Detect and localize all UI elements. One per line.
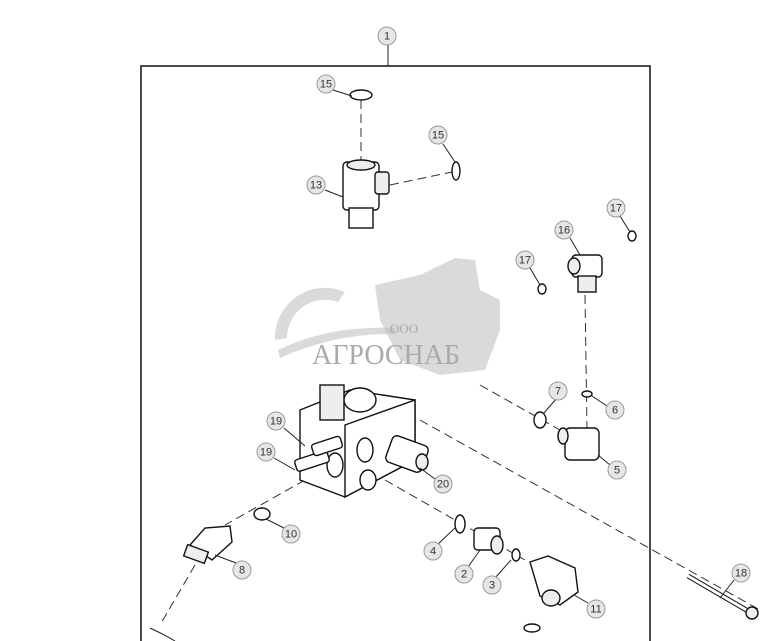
- svg-text:8: 8: [239, 565, 245, 577]
- gear-icon: [274, 287, 345, 340]
- svg-text:17: 17: [519, 255, 531, 267]
- o-ring-15-side: [451, 161, 461, 181]
- valve-block: [299, 384, 416, 499]
- svg-text:11: 11: [590, 604, 601, 616]
- callout-17: 17: [515, 250, 535, 270]
- callout-5: 5: [607, 460, 627, 480]
- svg-text:20: 20: [437, 479, 449, 491]
- bolt-18: [686, 573, 759, 620]
- callout-19: 19: [256, 442, 276, 462]
- callout-15: 15: [316, 74, 336, 94]
- watermark-logo: ООО АГРОСНАБ: [274, 258, 500, 375]
- svg-text:10: 10: [285, 529, 297, 541]
- svg-text:17: 17: [610, 203, 622, 215]
- svg-text:1: 1: [384, 31, 390, 43]
- elbow-fitting-16: [567, 254, 603, 293]
- callout-20: 20: [433, 474, 453, 494]
- watermark-brand: АГРОСНАБ: [312, 340, 460, 371]
- svg-text:4: 4: [430, 546, 436, 558]
- svg-text:5: 5: [614, 465, 620, 477]
- callout-2: 2: [454, 564, 474, 584]
- svg-text:7: 7: [555, 386, 561, 398]
- elbow-fitting-8: [182, 525, 233, 565]
- elbow-fitting-5: [557, 427, 600, 461]
- o-ring-17-right: [627, 230, 637, 242]
- callout-13: 13: [306, 175, 326, 195]
- valve-cartridge-13: [342, 159, 390, 229]
- assembly-frame: [140, 65, 651, 641]
- svg-text:2: 2: [461, 569, 467, 581]
- callout-1: 1: [377, 26, 397, 46]
- elbow-fitting-11: [523, 555, 579, 633]
- callout-11: 11: [586, 599, 606, 619]
- svg-text:19: 19: [270, 416, 282, 428]
- svg-text:19: 19: [260, 447, 272, 459]
- o-ring-7: [533, 411, 547, 429]
- o-ring-3: [511, 548, 521, 562]
- callout-7: 7: [548, 381, 568, 401]
- callout-16: 16: [554, 220, 574, 240]
- o-ring-17-left: [537, 283, 547, 295]
- callout-group: 1 15 15 13 17 16 17 7 6 5 19 19 20 10 4 2 3 8 11 18: [232, 26, 751, 619]
- svg-text:18: 18: [735, 568, 747, 580]
- callout-6: 6: [605, 400, 625, 420]
- callout-4: 4: [423, 541, 443, 561]
- svg-text:13: 13: [310, 180, 322, 192]
- callout-10: 10: [281, 524, 301, 544]
- svg-text:16: 16: [558, 225, 570, 237]
- hose-end: [149, 627, 176, 641]
- svg-text:15: 15: [432, 130, 444, 142]
- callout-17: 17: [606, 198, 626, 218]
- o-ring-10: [253, 507, 271, 521]
- callout-18: 18: [731, 563, 751, 583]
- leaders: [214, 89, 735, 604]
- adapter-2: [473, 527, 504, 555]
- callout-19: 19: [266, 411, 286, 431]
- callout-3: 3: [482, 575, 502, 595]
- o-ring-6: [581, 390, 593, 398]
- callout-8: 8: [232, 560, 252, 580]
- callout-15: 15: [428, 125, 448, 145]
- svg-text:3: 3: [489, 580, 495, 592]
- o-ring-4: [454, 514, 466, 534]
- svg-text:15: 15: [320, 79, 332, 91]
- svg-text:6: 6: [612, 405, 618, 417]
- o-ring-15-top: [349, 89, 373, 101]
- watermark-prefix: ООО: [390, 321, 418, 336]
- plug-19: [294, 435, 344, 472]
